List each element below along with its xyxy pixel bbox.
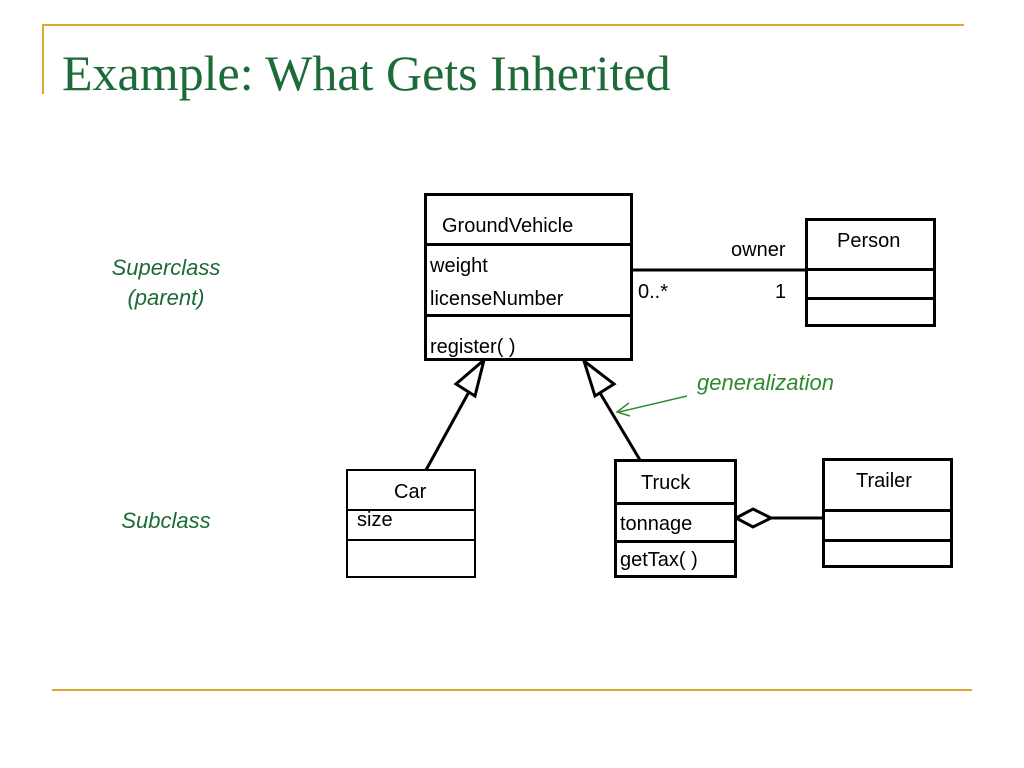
car-generalization-line [424, 389, 472, 471]
groundvehicle-class: GroundVehicle weight licenseNumber regis… [424, 193, 633, 361]
truck-attr-tonnage: tonnage [620, 513, 693, 535]
person-operations [808, 297, 933, 324]
association-multiplicity-vehicle: 0..* [638, 281, 669, 303]
car-operations [348, 539, 474, 576]
slide-title: Example: What Gets Inherited [62, 45, 671, 101]
person-name-compartment: Person [808, 221, 933, 268]
car-name-compartment: Car [348, 471, 474, 509]
association-role-owner: owner [731, 239, 786, 261]
groundvehicle-attributes: weight licenseNumber [427, 243, 630, 314]
groundvehicle-op-register: register( ) [430, 336, 516, 358]
truck-class-name: Truck [641, 472, 691, 494]
subclass-label: Subclass [121, 508, 211, 533]
truck-operations: getTax( ) [617, 540, 734, 575]
truck-class: Truck tonnage getTax( ) [614, 459, 737, 578]
trailer-name-compartment: Trailer [825, 461, 950, 509]
title-side-rule [42, 24, 44, 94]
person-attributes [808, 268, 933, 297]
superclass-label: Superclass (parent) [86, 253, 246, 313]
truck-attributes: tonnage [617, 502, 734, 540]
truck-generalization-line [598, 392, 642, 461]
groundvehicle-class-name: GroundVehicle [442, 215, 574, 237]
generalization-pointer-arrowhead [615, 402, 631, 417]
car-class: Car size [346, 469, 476, 578]
trailer-operations [825, 539, 950, 565]
truck-op-gettax: getTax( ) [620, 549, 698, 571]
superclass-label-line1: Superclass [111, 255, 221, 280]
car-class-name: Car [394, 481, 427, 503]
generalization-label: generalization [697, 370, 834, 395]
car-attributes: size [348, 509, 474, 539]
aggregation-diamond-icon [732, 507, 775, 529]
generalization-pointer-line [618, 395, 688, 413]
groundvehicle-attr-weight: weight [430, 255, 488, 277]
superclass-label-line2: (parent) [127, 285, 205, 310]
person-class: Person [805, 218, 936, 327]
trailer-class: Trailer [822, 458, 953, 568]
bottom-rule [52, 689, 972, 691]
groundvehicle-operations: register( ) [427, 314, 630, 358]
car-generalization-arrowhead [453, 355, 487, 399]
groundvehicle-attr-licensenumber: licenseNumber [430, 288, 564, 310]
truck-name-compartment: Truck [617, 462, 734, 502]
association-multiplicity-person: 1 [775, 281, 787, 303]
truck-generalization-arrowhead [581, 356, 617, 399]
trailer-attributes [825, 509, 950, 539]
trailer-class-name: Trailer [856, 470, 912, 492]
top-rule [42, 24, 964, 26]
person-class-name: Person [837, 230, 901, 252]
groundvehicle-name-compartment: GroundVehicle [427, 196, 630, 243]
car-attr-size: size [357, 509, 393, 531]
